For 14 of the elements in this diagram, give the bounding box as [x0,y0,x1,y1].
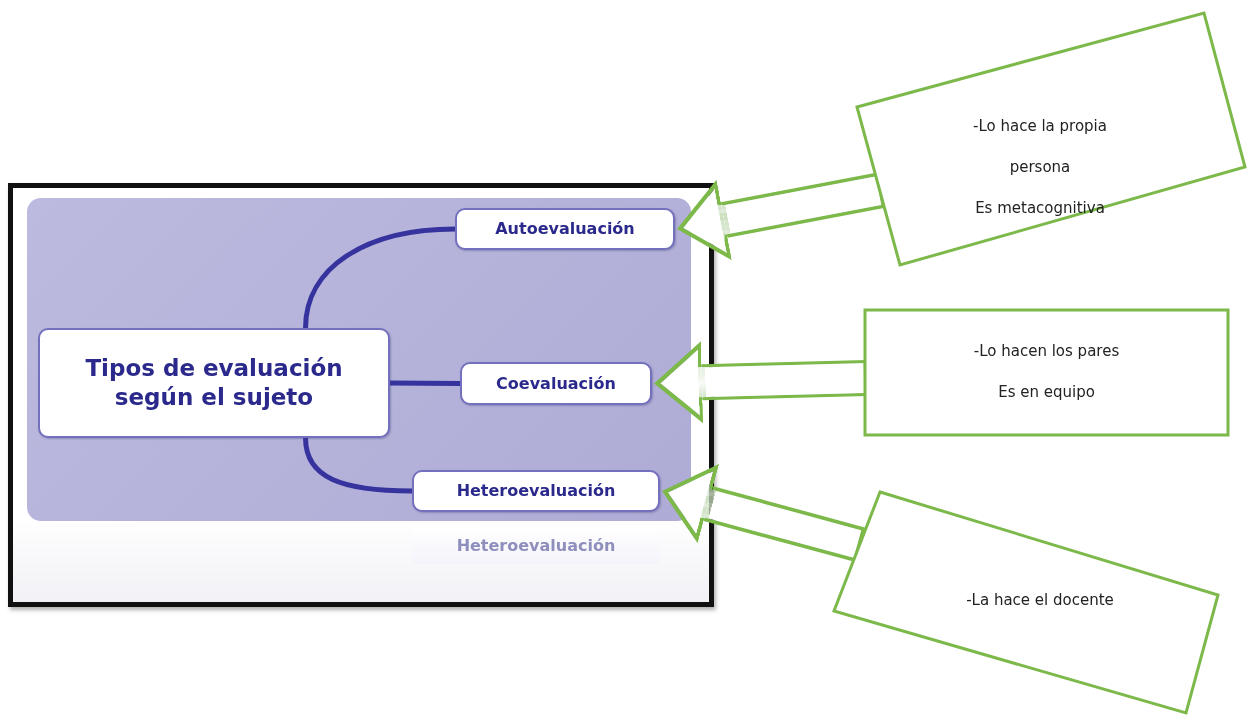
callout-text: -Lo hace la propia persona [972,116,1108,178]
callout-text: -Lo hacen los pares [972,341,1121,362]
topic-text: Tipos de evaluación según el sujeto [84,354,344,412]
block-arrow [662,464,866,563]
subtopic-box [460,362,652,405]
subtopic-box [455,208,675,250]
topic-text: Autoevaluación [495,219,635,239]
callout-text: -La hace el docente [965,590,1115,611]
callout-text: Es metacognitiva [974,198,1106,219]
central-topic-box [38,328,390,438]
topic-text: Coevaluación [496,373,616,394]
topic-text: Heteroevaluación [456,481,616,501]
subtopic-box [412,470,660,512]
callout-text: Es en equipo [997,382,1096,403]
